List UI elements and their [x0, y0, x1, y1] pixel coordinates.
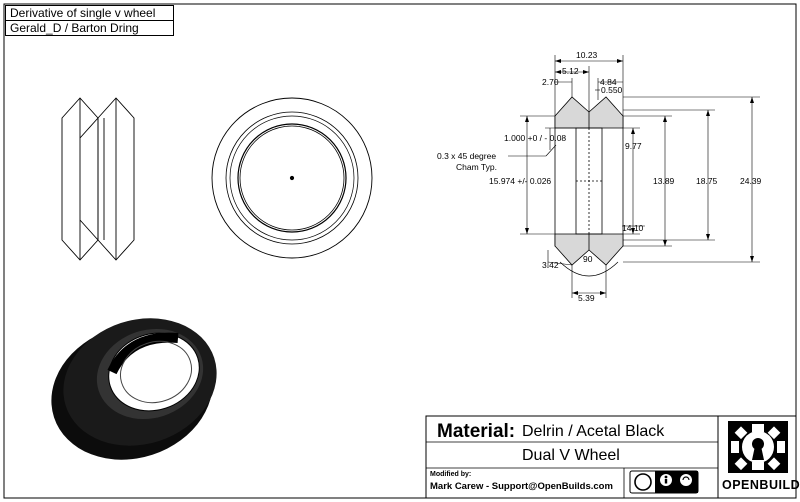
dim-chamfer-left: 2.70 — [542, 77, 559, 87]
dim-chamfer-note-1: 0.3 x 45 degree — [437, 151, 496, 161]
side-view — [61, 97, 135, 261]
dim-bore: 1.000 +0 / - 0.08 — [504, 133, 566, 143]
title-block — [425, 415, 797, 499]
wheel-3d-render — [51, 318, 217, 460]
front-view — [211, 97, 373, 259]
dimension-arrows — [525, 59, 754, 295]
brand-name: OPENBUILDS — [722, 478, 800, 492]
drawing-author: Gerald_D / Barton Dring — [5, 20, 174, 36]
dim-inner-d: 14.10 — [622, 223, 644, 233]
cc-license-icon — [629, 470, 699, 494]
modified-by-label: Modified by: — [430, 471, 472, 478]
dim-outer: 24.39 — [740, 176, 762, 186]
dim-chamfer-right: 4.84 — [600, 77, 617, 87]
modified-by-value: Mark Carew - Support@OpenBuilds.com — [430, 481, 613, 492]
dim-hub: 15.974 +/- 0.026 — [489, 176, 551, 186]
dim-overall-width: 10.23 — [576, 50, 598, 60]
dim-inner-c: 18.75 — [696, 176, 718, 186]
dim-inner-b: 13.89 — [653, 176, 675, 186]
dim-chamfer-note-2: Cham Typ. — [456, 162, 497, 172]
part-name: Dual V Wheel — [522, 447, 620, 464]
dim-half-width: 5.12 — [562, 66, 579, 76]
drawing-title: Derivative of single v wheel — [5, 5, 174, 21]
dimension-labels: 10.23 5.12 2.70 4.84 0.550 1.000 +0 / - … — [437, 50, 762, 303]
dim-inner-a: 9.77 — [625, 141, 642, 151]
openbuilds-logo-icon — [728, 421, 788, 473]
dim-angle: 90 — [583, 254, 593, 264]
material-label: Material: — [437, 421, 516, 442]
dimension-lines — [508, 55, 760, 298]
dim-v-depth: 3.42 — [542, 260, 559, 270]
section-view — [554, 96, 624, 277]
material-value: Delrin / Acetal Black — [522, 423, 665, 440]
dim-v-width: 5.39 — [578, 293, 595, 303]
sheet-border — [3, 3, 797, 499]
dim-groove-gap: 0.550 — [601, 85, 623, 95]
